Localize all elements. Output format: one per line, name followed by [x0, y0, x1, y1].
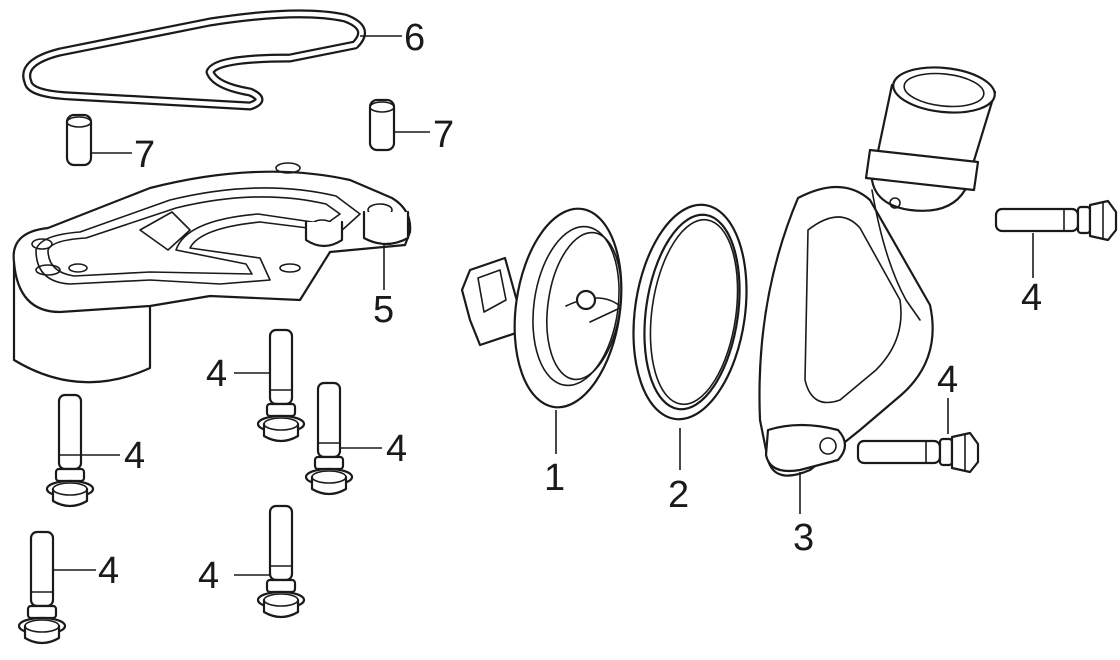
dowel-pin-left: [65, 113, 93, 167]
bolt-g: [856, 431, 980, 474]
callout-4-e: 4: [198, 555, 219, 597]
bolt-b: [304, 381, 354, 496]
callout-5: 5: [373, 289, 394, 331]
callout-6: 6: [404, 17, 425, 59]
callout-4-g: 4: [937, 359, 958, 401]
seal-ring: [632, 203, 748, 421]
thermostat-housing: [12, 162, 412, 384]
coolant-outlet: [758, 66, 997, 477]
callout-4-b: 4: [124, 435, 145, 477]
bolt-a: [256, 328, 306, 443]
callout-1: 1: [544, 457, 565, 499]
bolt-d: [17, 530, 67, 645]
callout-7-left: 7: [134, 134, 155, 176]
leader-lines: [54, 35, 1034, 576]
callout-4-f: 4: [1021, 277, 1042, 319]
bolt-f: [994, 199, 1118, 242]
callout-4-c: 4: [386, 428, 407, 470]
bolt-c: [45, 393, 95, 508]
thermostat: [460, 207, 623, 409]
gasket-ring: [22, 9, 367, 111]
callout-3: 3: [793, 517, 814, 559]
bolt-e: [256, 504, 306, 619]
callout-4-a: 4: [206, 353, 227, 395]
dowel-pin-right: [368, 98, 396, 152]
callout-7-right: 7: [433, 114, 454, 156]
callout-4-d: 4: [98, 550, 119, 592]
callout-2: 2: [668, 474, 689, 516]
